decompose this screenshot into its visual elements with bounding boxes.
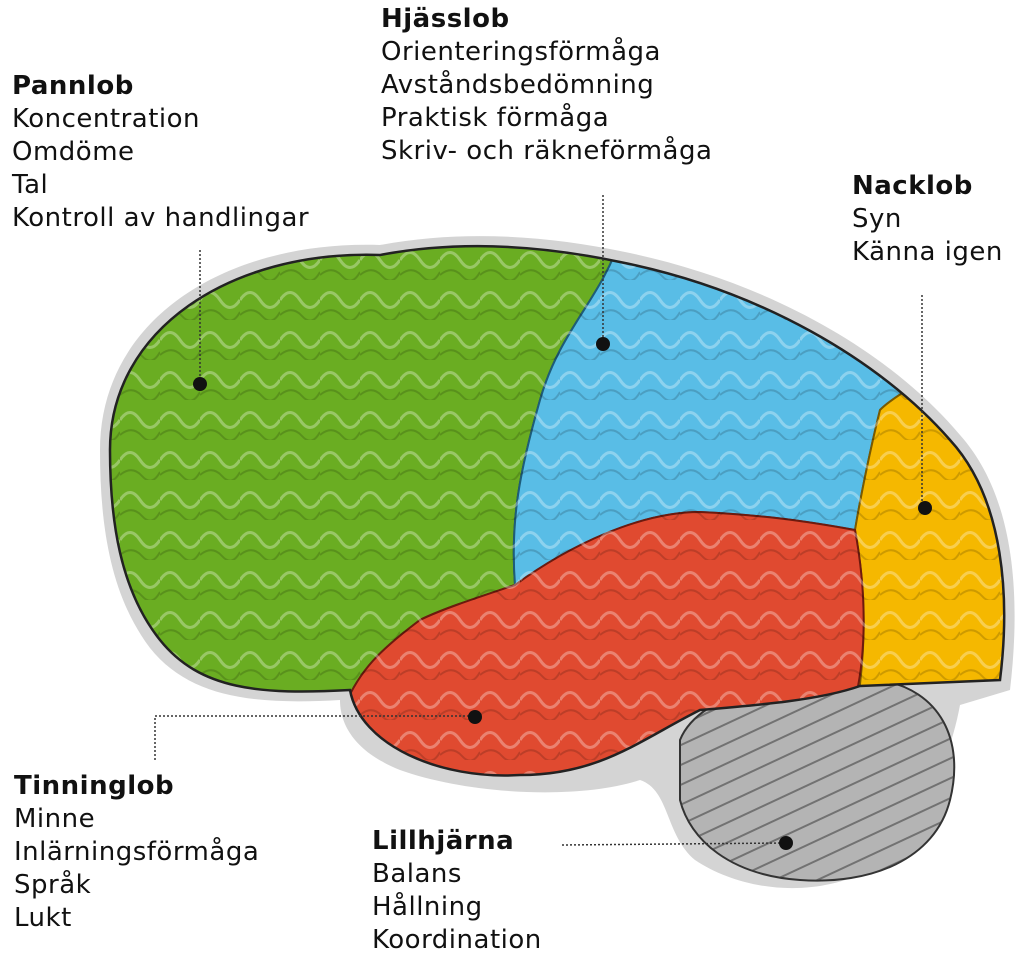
- pannlob-function: Kontroll av handlingar: [12, 202, 309, 235]
- tinninglob-title: Tinninglob: [14, 770, 259, 803]
- hjasslob-marker: [596, 337, 610, 351]
- tinninglob-function: Inlärningsförmåga: [14, 836, 259, 869]
- pannlob-function: Tal: [12, 169, 309, 202]
- hjasslob-function: Avståndsbedömning: [381, 69, 712, 102]
- tinninglob-label: Tinninglob Minne Inlärningsförmåga Språk…: [14, 770, 259, 935]
- tinninglob-function: Lukt: [14, 902, 259, 935]
- hjasslob-label: Hjässlob Orienteringsförmåga Avståndsbed…: [381, 3, 712, 168]
- hjasslob-function: Orienteringsförmåga: [381, 36, 712, 69]
- hjasslob-function: Skriv- och räkneförmåga: [381, 135, 712, 168]
- pannlob-title: Pannlob: [12, 70, 309, 103]
- nacklob-label: Nacklob Syn Känna igen: [852, 170, 1003, 269]
- nacklob-marker: [918, 501, 932, 515]
- hjasslob-function: Praktisk förmåga: [381, 102, 712, 135]
- nacklob-title: Nacklob: [852, 170, 1003, 203]
- tinninglob-function: Språk: [14, 869, 259, 902]
- pannlob-function: Koncentration: [12, 103, 309, 136]
- lillhjarna-function: Hållning: [372, 891, 542, 924]
- pannlob-marker: [193, 377, 207, 391]
- lillhjarna-marker: [779, 836, 793, 850]
- lillhjarna-title: Lillhjärna: [372, 825, 542, 858]
- tinninglob-function: Minne: [14, 803, 259, 836]
- pannlob-label: Pannlob Koncentration Omdöme Tal Kontrol…: [12, 70, 309, 235]
- lillhjarna-label: Lillhjärna Balans Hållning Koordination: [372, 825, 542, 957]
- pannlob-function: Omdöme: [12, 136, 309, 169]
- nacklob-function: Syn: [852, 203, 1003, 236]
- nacklob-function: Känna igen: [852, 236, 1003, 269]
- lillhjarna-function: Koordination: [372, 924, 542, 957]
- lillhjarna-function: Balans: [372, 858, 542, 891]
- tinninglob-marker: [468, 710, 482, 724]
- hjasslob-title: Hjässlob: [381, 3, 712, 36]
